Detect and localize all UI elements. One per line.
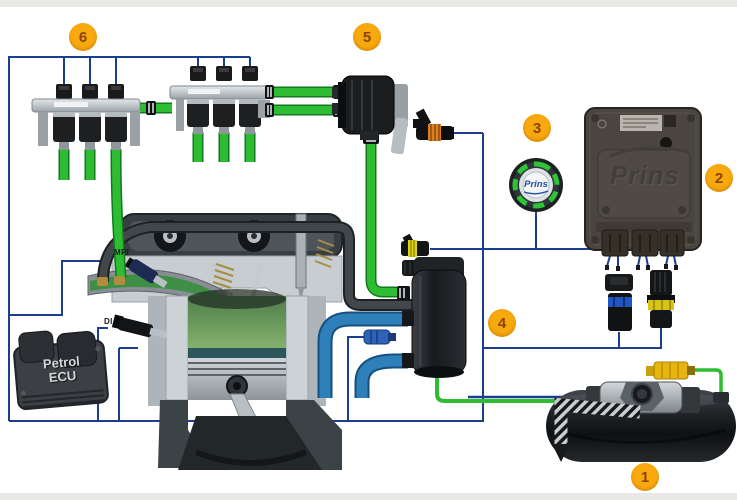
coolant-hoses: [317, 311, 408, 398]
harness-connector-blue: [605, 274, 633, 331]
pressure-sensor: [413, 108, 454, 141]
badge-fuel-switch: 3: [523, 114, 551, 142]
reducer-evaporator: [402, 257, 467, 378]
reducer-sensor: [363, 329, 396, 345]
lpg-injector-rail-1: [31, 84, 141, 150]
badge-tank: 1: [631, 463, 659, 491]
badge-reducer: 4: [488, 309, 516, 337]
petrol-ecu: [13, 330, 109, 411]
badge-injector-rails: 6: [69, 23, 97, 51]
temperature-sensor: [401, 233, 429, 257]
brass-fitting: [114, 276, 125, 285]
engine-cutaway: [87, 213, 343, 470]
mpi-label: MPI: [114, 248, 130, 257]
wire-end-tips: [605, 264, 678, 271]
lpg-tank: [546, 381, 736, 462]
gas-lines-thin: [435, 368, 723, 403]
harness-connector-yellow: [647, 270, 675, 328]
badge-filter-unit: 5: [353, 23, 381, 51]
switch-logo: Prins: [524, 179, 548, 190]
ecu-logo: Prins: [609, 160, 681, 190]
di-injector: [111, 314, 168, 339]
gas-hoses: [58, 86, 410, 298]
lpg-injector-rail-2: [169, 66, 270, 134]
lpg-ecu: [584, 107, 702, 257]
brass-fitting: [97, 277, 108, 286]
badge-lpg-ecu: 2: [705, 164, 733, 192]
fuel-switch: [509, 158, 563, 212]
filter-unit: [332, 75, 409, 155]
top-border-bar: [0, 0, 737, 7]
di-label: DI: [104, 317, 113, 326]
bottom-border-bar: [0, 493, 737, 500]
mpi-injector: [124, 257, 168, 289]
filler-valve: [646, 361, 695, 380]
